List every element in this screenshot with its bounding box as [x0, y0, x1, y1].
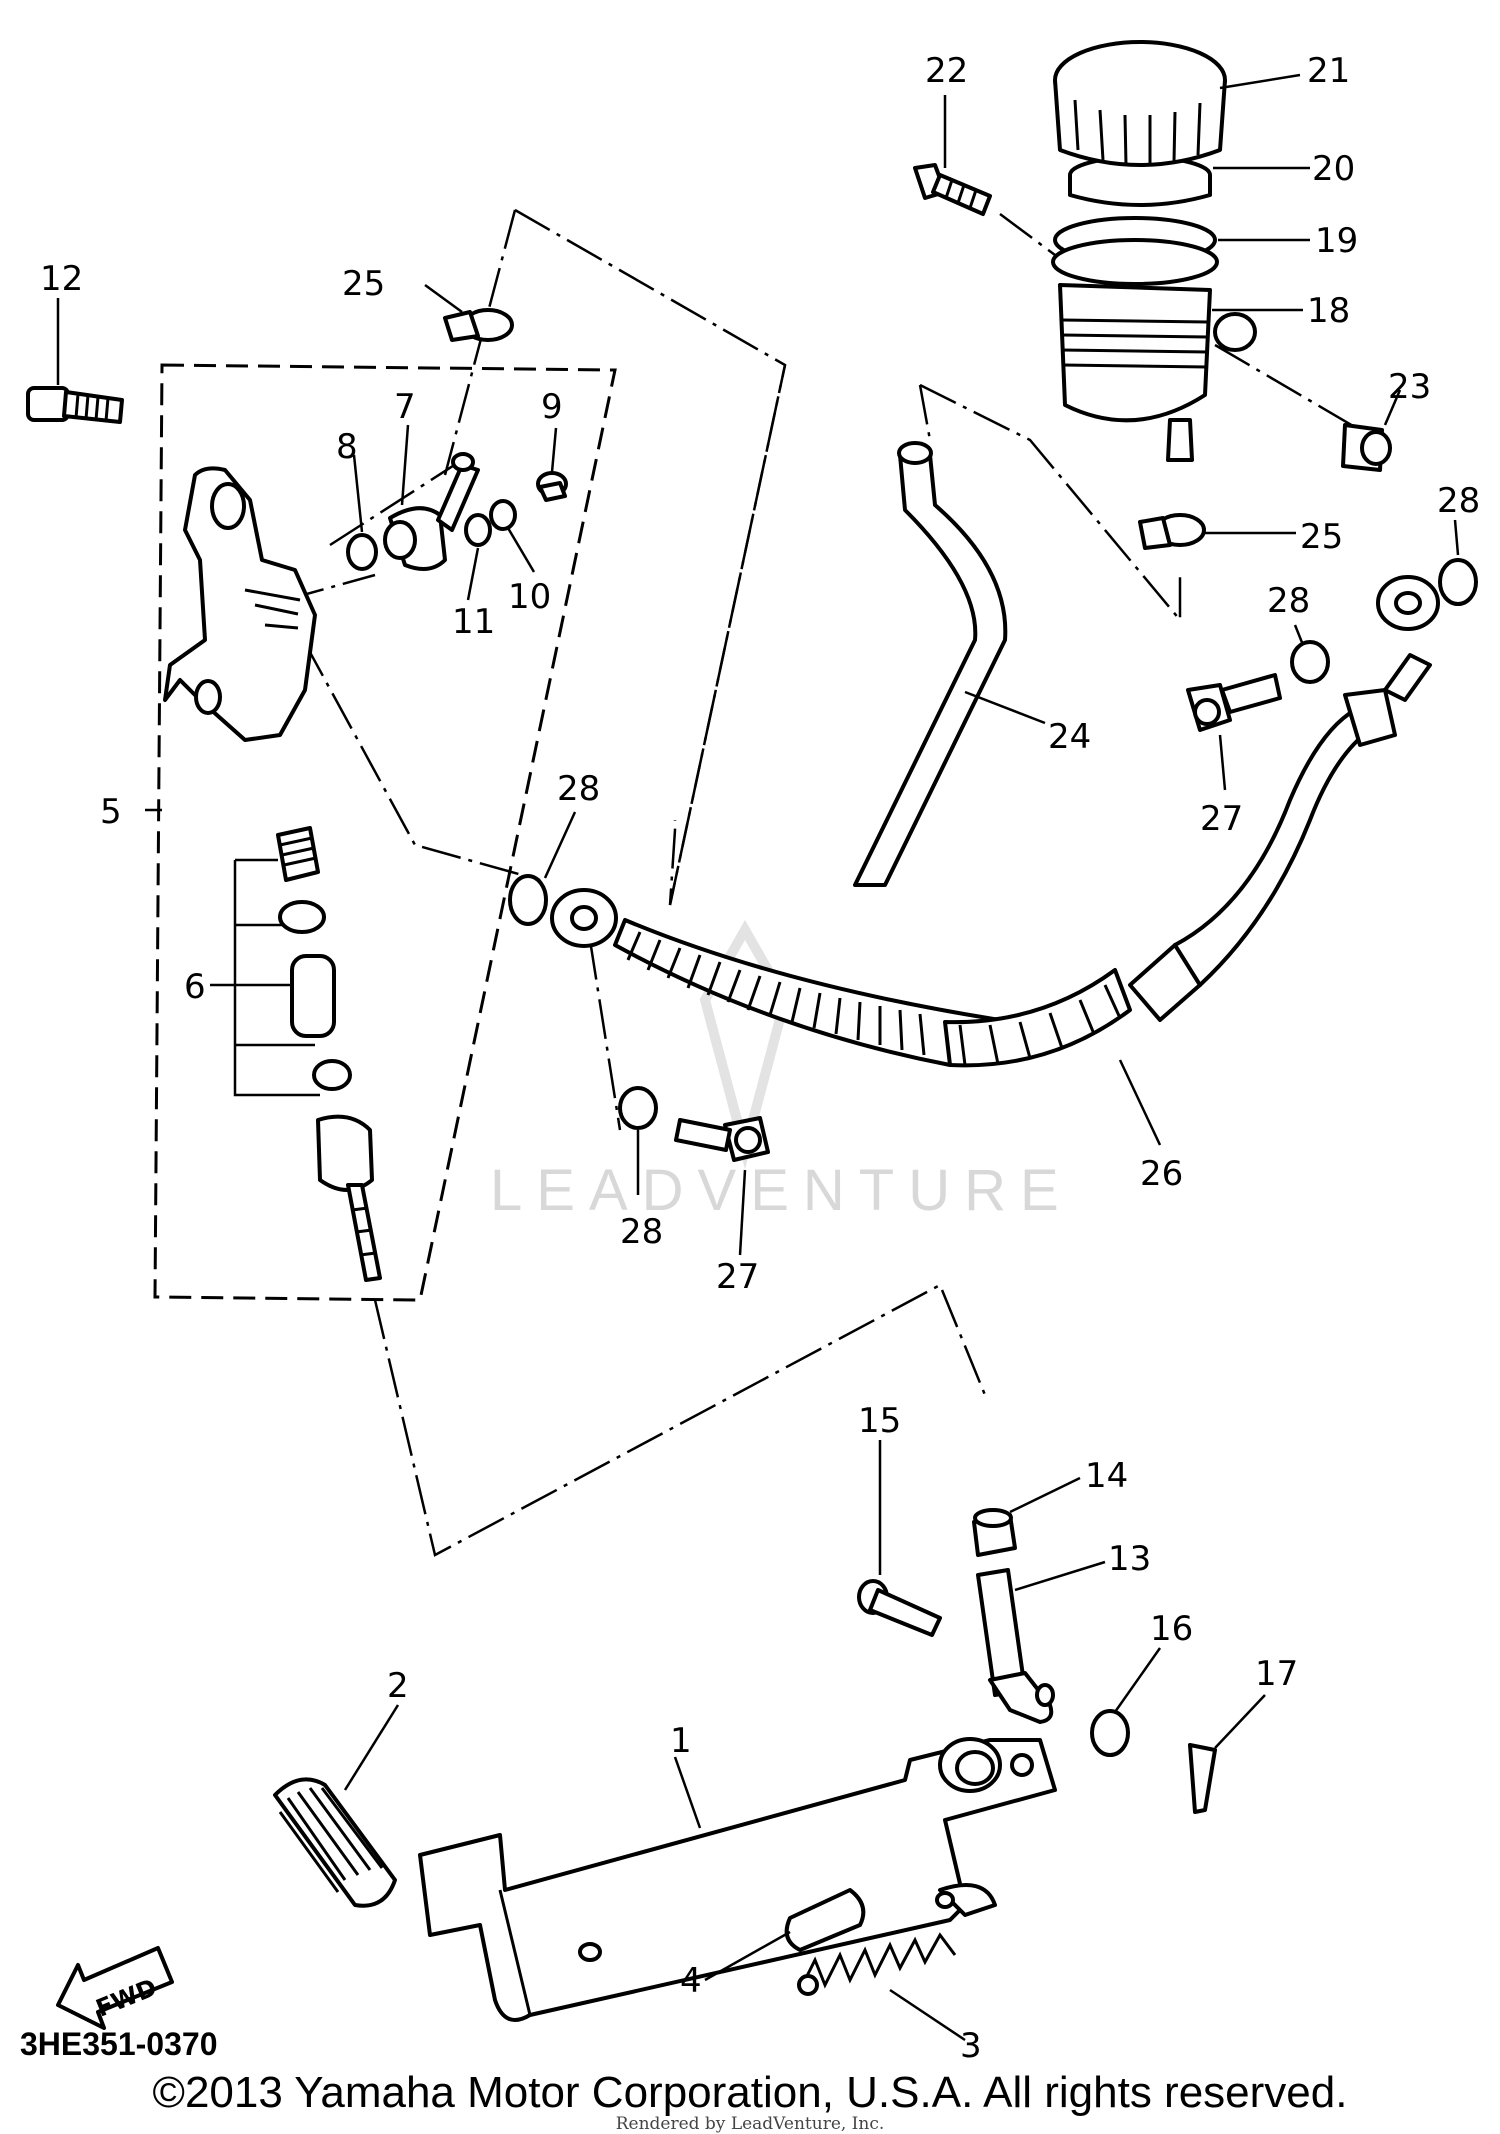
reservoir-tank-18: [1058, 283, 1257, 462]
callout-8: 8: [336, 427, 358, 467]
callout-6: 6: [184, 967, 206, 1007]
callout-17: 17: [1255, 1654, 1298, 1694]
callout-26: 26: [1140, 1154, 1183, 1194]
copper-washer-28b: [1290, 640, 1330, 684]
diaphragm-20: [1068, 155, 1212, 207]
reservoir-hose-24: [853, 453, 1008, 887]
alignment-lines: [273, 208, 1361, 1557]
piston-kit-6: [233, 826, 382, 1282]
union-bolt-27a: [1186, 673, 1282, 732]
hose-clamp-25a: [443, 308, 514, 342]
cotter-pin-17: [1188, 1743, 1217, 1814]
callout-23: 23: [1388, 367, 1431, 407]
callout-12: 12: [40, 259, 83, 299]
callout-11: 11: [452, 602, 495, 642]
callout-20: 20: [1312, 149, 1355, 189]
brake-rod-13: [976, 1568, 1055, 1724]
callout-13: 13: [1108, 1539, 1151, 1579]
o-ring-8: [346, 533, 378, 571]
callout-5: 5: [100, 792, 122, 832]
assembly-boundary-5: [153, 363, 617, 1302]
copper-washer-28c: [508, 874, 548, 926]
hose-clamp-25b: [1138, 513, 1206, 550]
callout-28d: 28: [620, 1212, 663, 1252]
callout-9: 9: [541, 387, 563, 427]
collar-4: [784, 1888, 866, 1952]
hose-joint-7: [383, 452, 480, 571]
return-spring-3: [797, 1932, 957, 1996]
callout-22: 22: [925, 51, 968, 91]
callout-19: 19: [1315, 221, 1358, 261]
brake-hose-26: [550, 575, 1440, 1068]
callout-21: 21: [1307, 51, 1350, 91]
callout-27b: 27: [716, 1257, 759, 1297]
callout-24: 24: [1048, 717, 1091, 757]
callout-28b: 28: [1267, 581, 1310, 621]
callout-16: 16: [1150, 1609, 1193, 1649]
screw-9: [536, 471, 568, 502]
callout-4: 4: [680, 1961, 702, 2001]
callout-2: 2: [387, 1666, 409, 1706]
reservoir-hose-24-end: [897, 441, 933, 465]
washer-10: [489, 499, 517, 531]
watermark-text: LEADVENTURE: [490, 1158, 1073, 1223]
bolt-22: [913, 163, 992, 216]
bolt-12: [26, 386, 124, 424]
callout-28c: 28: [557, 769, 600, 809]
callout-7: 7: [394, 387, 416, 427]
copper-washer-28d: [618, 1086, 658, 1130]
reservoir-cap-21: [1053, 40, 1227, 167]
clevis-pin-15: [857, 1579, 942, 1637]
callout-labels: 12 25 8 7 9 10 11 5 6 21 22 20 19 18 23 …: [40, 51, 1480, 2066]
washer-16: [1090, 1709, 1130, 1757]
rendered-by-note: Rendered by LeadVenture, Inc.: [615, 2114, 885, 2134]
callout-28a: 28: [1437, 481, 1480, 521]
pedal-rubber-2: [273, 1777, 397, 1908]
forward-direction-arrow: FWD: [56, 1946, 174, 2030]
diagram-code: 3HE351-0370: [20, 2026, 217, 2062]
callout-14: 14: [1085, 1456, 1128, 1496]
nut-23: [1341, 423, 1392, 472]
copper-washer-28a: [1438, 558, 1478, 606]
callout-27a: 27: [1200, 799, 1243, 839]
diaphragm-plate-19: [1051, 216, 1219, 286]
nut-14: [972, 1508, 1017, 1557]
master-cylinder-body-5: [163, 466, 317, 742]
callout-1: 1: [670, 1721, 692, 1761]
brake-pedal-1: [418, 1737, 1057, 2022]
callout-3: 3: [960, 2026, 982, 2066]
callout-15: 15: [858, 1401, 901, 1441]
union-bolt-27b: [674, 1116, 770, 1162]
leader-lines: [56, 73, 1460, 2042]
callout-10: 10: [508, 577, 551, 617]
washer-11: [464, 513, 492, 547]
callout-18: 18: [1307, 291, 1350, 331]
callout-25b: 25: [1300, 517, 1343, 557]
copyright-notice: ©2013 Yamaha Motor Corporation, U.S.A. A…: [152, 2068, 1348, 2117]
callout-25: 25: [342, 264, 385, 304]
